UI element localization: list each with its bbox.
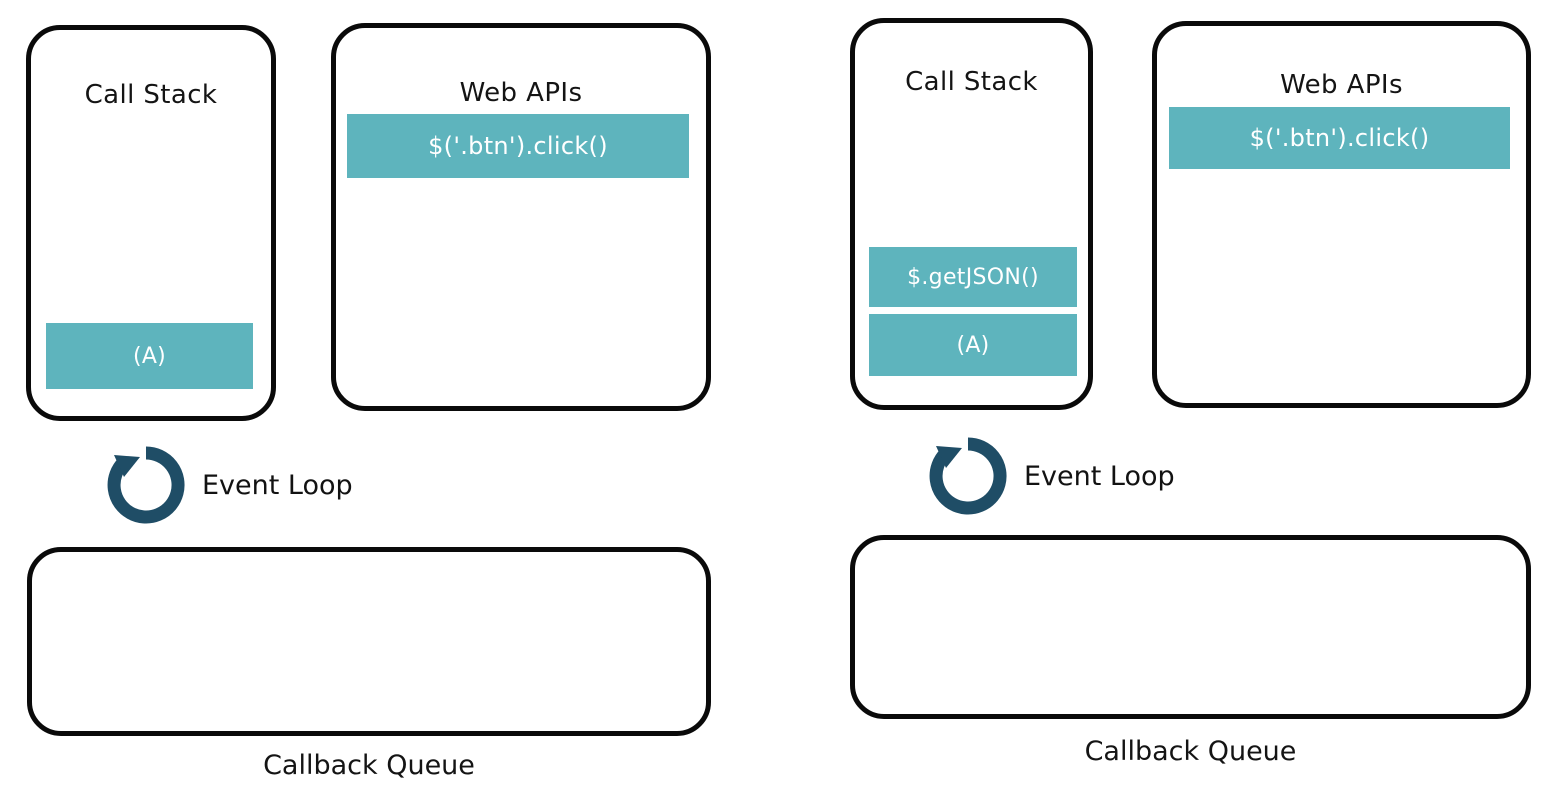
circular-arrow-icon (104, 443, 188, 527)
right-event-loop: Event Loop (926, 434, 1175, 518)
left-event-loop-label: Event Loop (202, 469, 353, 501)
right-web-apis-frame-click: $('.btn').click() (1169, 107, 1510, 169)
left-callback-queue-caption: Callback Queue (263, 750, 475, 781)
left-web-apis-panel: Web APIs (331, 23, 711, 411)
right-callback-queue-caption: Callback Queue (1084, 736, 1297, 767)
left-call-stack-frame-a: (A) (46, 323, 253, 389)
right-call-stack-title: Call Stack (905, 67, 1038, 97)
right-callback-queue-panel (850, 535, 1531, 719)
left-web-apis-title: Web APIs (459, 78, 583, 108)
left-event-loop: Event Loop (104, 443, 353, 527)
left-web-apis-frame-click: $('.btn').click() (347, 114, 689, 178)
right-web-apis-title: Web APIs (1280, 70, 1403, 100)
right-web-apis-panel: Web APIs (1152, 21, 1531, 408)
right-event-loop-label: Event Loop (1024, 460, 1175, 492)
left-callback-queue-panel (27, 547, 711, 736)
circular-arrow-icon (926, 434, 1010, 518)
right-call-stack-frame-getjson: $.getJSON() (869, 247, 1077, 307)
left-call-stack-title: Call Stack (84, 80, 218, 110)
right-call-stack-frame-a: (A) (869, 314, 1077, 376)
